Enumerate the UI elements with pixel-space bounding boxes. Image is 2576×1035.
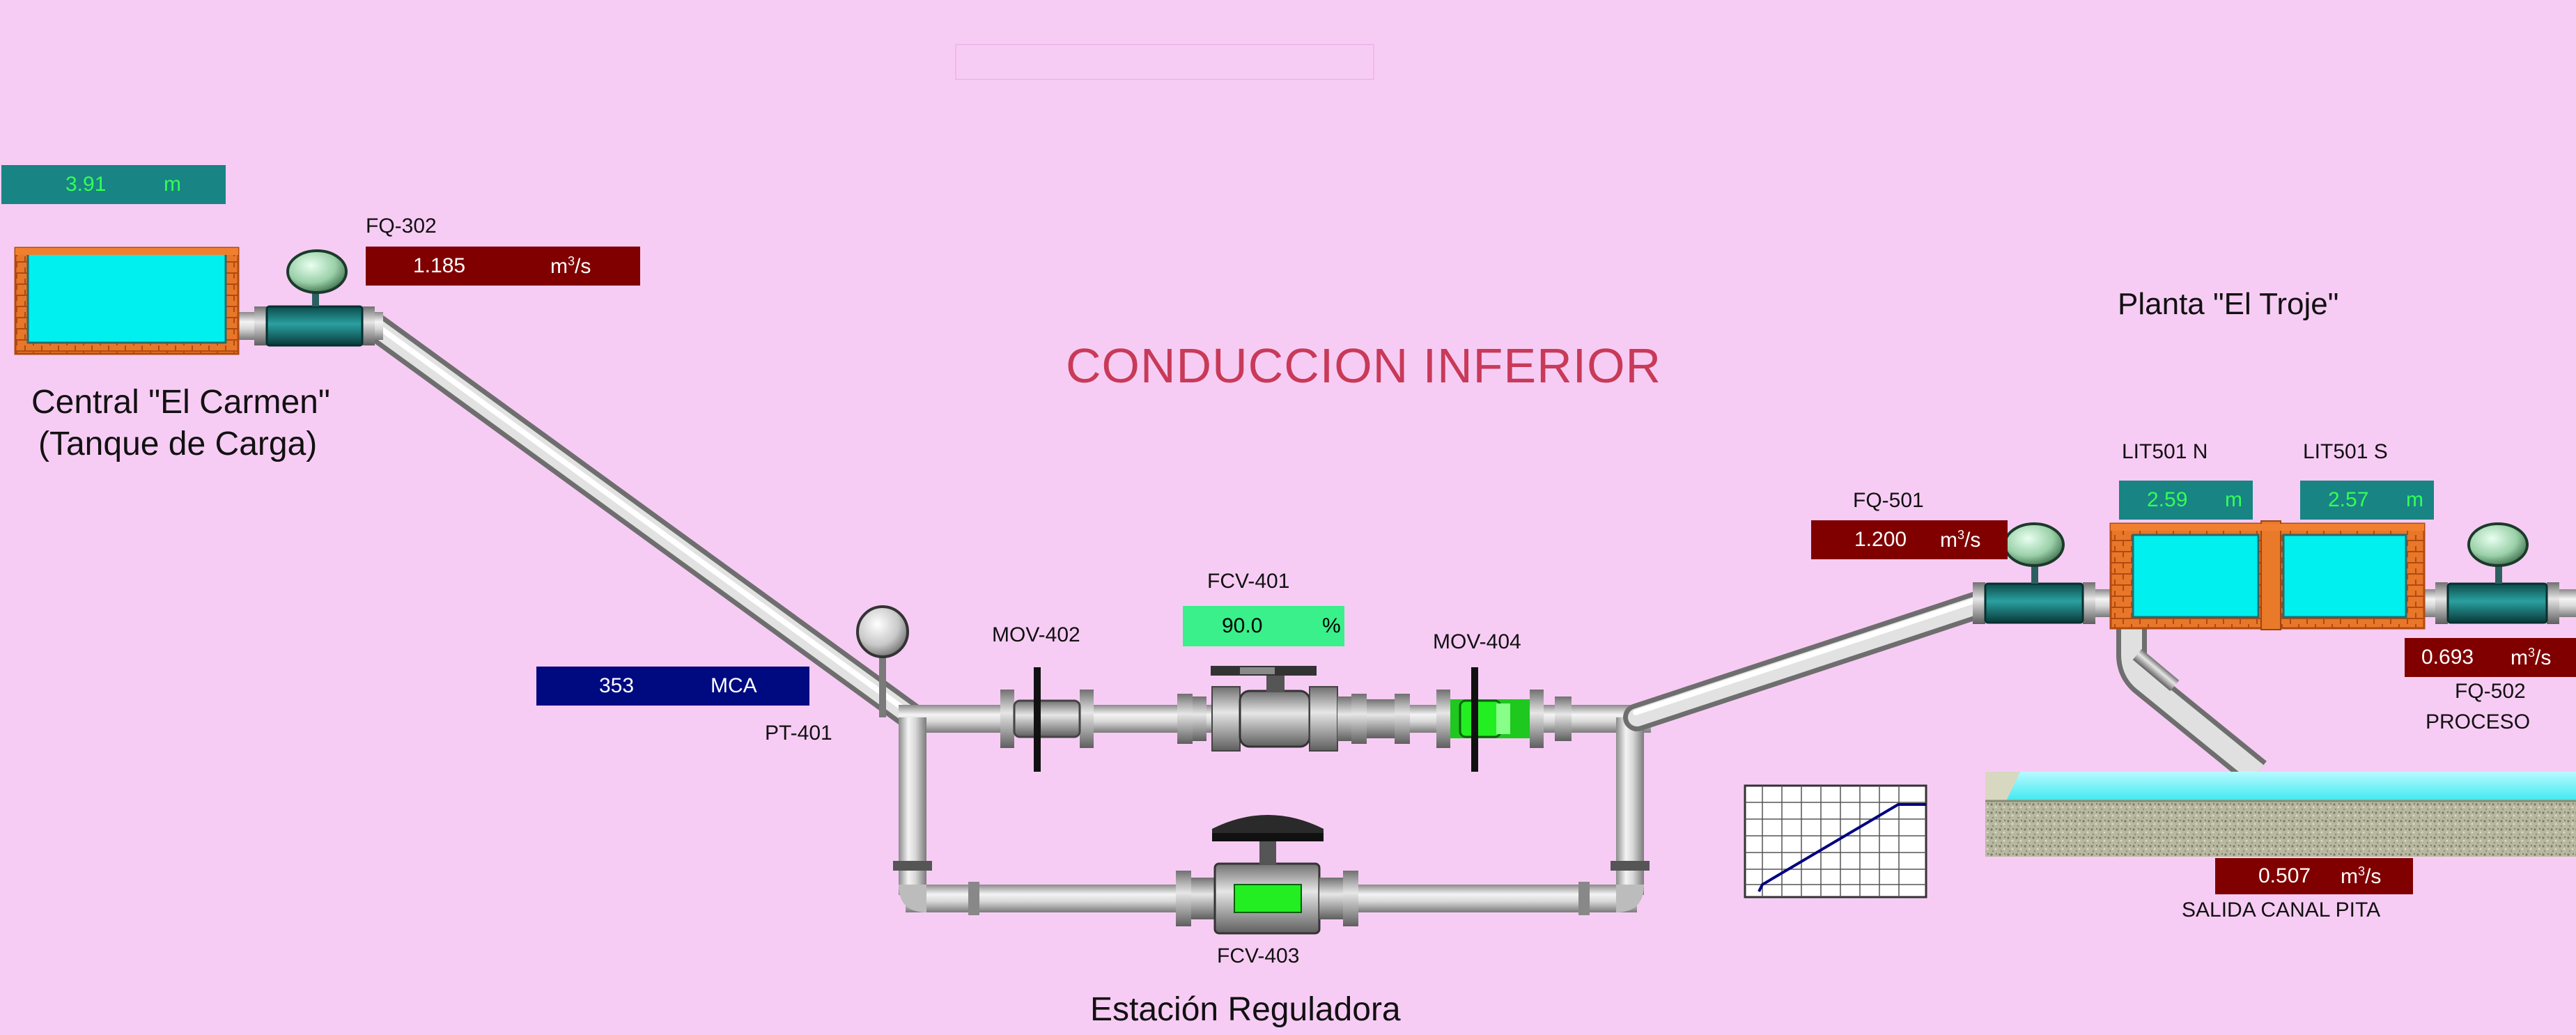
fq302-meter (254, 249, 375, 347)
central-level-display: 3.91 m (1, 165, 226, 204)
lit501n-value: 2.59 (2147, 488, 2188, 511)
station-name: Estación Reguladora (1090, 991, 1401, 1028)
page-title: CONDUCCION INFERIOR (1066, 338, 1662, 393)
lit501n-tag: LIT501 N (2122, 440, 2208, 463)
fq501-tag: FQ-501 (1853, 489, 1924, 512)
lit501s-value: 2.57 (2328, 488, 2369, 511)
mov404-tag: MOV-404 (1433, 630, 1521, 653)
fq502-tag: FQ-502 (2455, 680, 2526, 703)
central-subname: (Tanque de Carga) (38, 426, 318, 462)
fcv403-tag: FCV-403 (1217, 944, 1300, 967)
canal-value: 0.507 (2258, 864, 2311, 887)
canal-unit: m3/s (2341, 864, 2382, 888)
central-level-unit: m (164, 173, 181, 196)
central-tank (14, 247, 240, 355)
fcv401-unit: % (1322, 614, 1341, 637)
fcv403-valve (1176, 815, 1358, 935)
fq502-sublabel: PROCESO (2426, 710, 2531, 733)
mov402-tag: MOV-402 (992, 623, 1080, 646)
mov404-valve (1436, 667, 1572, 772)
plant-tanks (2109, 520, 2426, 630)
lit501s-tag: LIT501 S (2303, 440, 2388, 463)
fcv401-valve (1177, 666, 1410, 752)
central-name: Central "El Carmen" (31, 384, 330, 421)
faint-frame (955, 44, 1374, 80)
pt401-tag: PT-401 (765, 722, 832, 745)
canal-flow-display: 0.507 m3/s (2215, 858, 2413, 894)
lit501s-unit: m (2406, 488, 2423, 511)
pt401-gauge (856, 605, 909, 717)
pt401-pressure-display: 353 MCA (536, 667, 809, 706)
flange (893, 861, 932, 871)
fq502-value: 0.693 (2421, 646, 2474, 669)
pt401-unit: MCA (711, 674, 757, 697)
plant-name: Planta "El Troje" (2118, 287, 2339, 321)
mov402-valve (1000, 667, 1094, 772)
fq501-value: 1.200 (1854, 528, 1907, 551)
fq501-flow-display: 1.200 m3/s (1811, 520, 2008, 559)
pt401-value: 353 (599, 674, 635, 697)
lit501s-level-display: 2.57 m (2300, 481, 2434, 520)
fcv401-tag: FCV-401 (1207, 570, 1290, 593)
fq502-unit: m3/s (2511, 645, 2552, 669)
fcv401-position-display: 90.0 % (1183, 606, 1344, 646)
fq302-value: 1.185 (413, 254, 466, 277)
lit501n-level-display: 2.59 m (2119, 481, 2253, 520)
fq502-meter (2435, 522, 2559, 624)
flange (1611, 861, 1650, 871)
canal-pita (1985, 772, 2576, 857)
fq302-flow-display: 1.185 m3/s (366, 247, 640, 286)
fq302-unit: m3/s (550, 254, 591, 278)
canal-label: SALIDA CANAL PITA (2182, 898, 2381, 921)
fq502-flow-display: 0.693 m3/s (2405, 638, 2576, 677)
fq501-unit: m3/s (1940, 527, 1981, 552)
central-level-value: 3.91 (65, 173, 107, 196)
fq302-tag: FQ-302 (366, 215, 437, 238)
fcv401-value: 90.0 (1222, 614, 1263, 637)
trend-chart-icon (1744, 784, 1927, 898)
lit501n-unit: m (2225, 488, 2242, 511)
